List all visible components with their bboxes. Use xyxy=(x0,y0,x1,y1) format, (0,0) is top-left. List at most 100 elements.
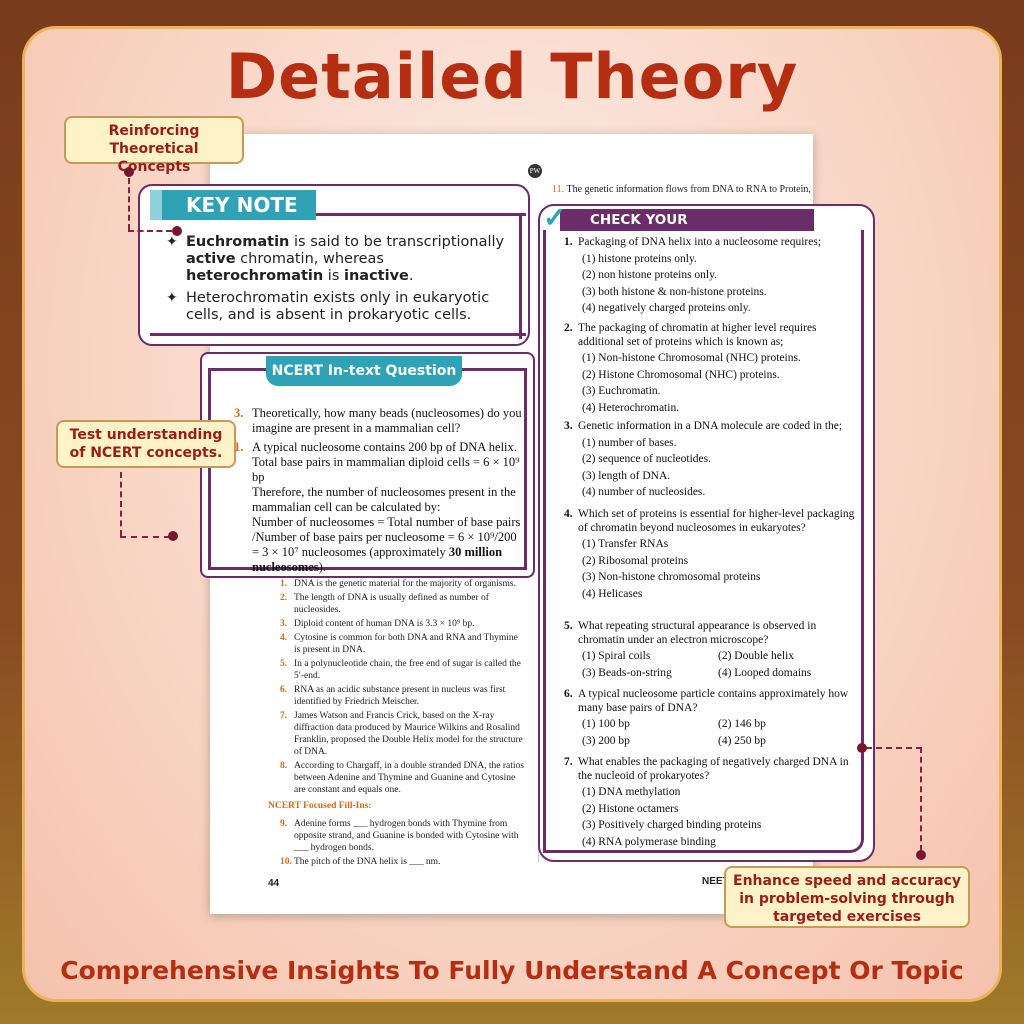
answer-option[interactable]: (1) Spiral coils xyxy=(582,650,651,662)
answer-line: Therefore, the number of nucleosomes pre… xyxy=(252,485,516,514)
key-note-right-rule xyxy=(519,213,522,339)
fact-item: 8.According to Chargaff, in a double str… xyxy=(280,760,526,796)
answer-option[interactable]: (3) Beads-on-string xyxy=(582,666,672,679)
connector-line xyxy=(866,747,922,749)
connector-dot xyxy=(857,743,867,753)
answer-option[interactable]: (2) sequence of nucleotides. xyxy=(582,453,712,465)
answer-option[interactable]: (4) Heterochromatin. xyxy=(582,401,680,414)
question-number: 4. xyxy=(564,508,573,520)
connector-line xyxy=(120,536,170,538)
answer-option[interactable]: (1) Transfer RNAs xyxy=(582,538,669,550)
fill-ins-heading: NCERT Focused Fill-Ins: xyxy=(268,801,372,811)
question-stem: 7.What enables the packaging of negative… xyxy=(564,756,856,783)
question-11: 11. The genetic information flows from D… xyxy=(552,184,811,195)
answer-option[interactable]: (4) negatively charged proteins only. xyxy=(582,302,751,314)
connector-dot xyxy=(172,226,182,236)
answer-option[interactable]: (1) DNA methylation xyxy=(582,786,681,798)
key-note-header-accent xyxy=(150,190,162,220)
fact-number: 7. xyxy=(280,711,288,721)
answer-option[interactable]: (4) RNA polymerase binding xyxy=(582,835,716,848)
question-stem: 5.What repeating structural appearance i… xyxy=(564,620,856,647)
fact-number: 3. xyxy=(280,619,288,629)
answer-option[interactable]: (3) length of DNA. xyxy=(582,469,671,482)
question-number: 7. xyxy=(564,756,573,768)
fact-item: 9. Adenine forms ___ hydrogen bonds with … xyxy=(280,818,526,854)
fact-number: 1. xyxy=(280,579,288,589)
fact-number: 6. xyxy=(280,685,288,695)
connector-dot xyxy=(168,531,178,541)
text-part: . xyxy=(408,268,414,284)
answer-option[interactable]: (2) Double helix xyxy=(718,650,795,662)
answer-option[interactable]: (4) 250 bp xyxy=(718,734,766,747)
question-stem: 3.Genetic information in a DNA molecule … xyxy=(564,420,856,434)
key-note-rule xyxy=(316,213,526,216)
fact-text: RNA as an acidic substance present in nu… xyxy=(294,685,506,707)
question-11-number: 11. xyxy=(552,184,565,195)
key-note-bottom-rule xyxy=(150,333,526,336)
text-part: is xyxy=(323,268,344,284)
answer-option[interactable]: (4) number of nucleosides. xyxy=(582,486,706,498)
fact-text: According to Chargaff, in a double stran… xyxy=(294,761,524,795)
term-inactive: inactive xyxy=(344,268,409,284)
key-note-item: ✦ Euchromatin is said to be transcriptio… xyxy=(166,234,506,285)
ncert-answer: 1. A typical nucleosome contains 200 bp … xyxy=(234,440,524,575)
answer-text: A typical nucleosome contains 200 bp of … xyxy=(252,440,524,575)
fact-item: 1.DNA is the genetic material for the ma… xyxy=(280,578,526,590)
answer-option[interactable]: (2) Histone octamers xyxy=(582,802,679,815)
fact-item: 3. Diploid content of human DNA is 3.3 × … xyxy=(280,618,526,630)
fact-text: The length of DNA is usually defined as … xyxy=(294,593,489,615)
question-text: Theoretically, how many beads (nucleosom… xyxy=(252,406,522,435)
answer-option[interactable]: (4) Looped domains xyxy=(718,666,812,679)
question-number: 6. xyxy=(564,688,573,700)
cyu-question: 1. Packaging of DNA helix into a nucleoso… xyxy=(564,236,856,316)
key-note-item: ✦ Heterochromatin exists only in eukaryo… xyxy=(166,290,506,324)
cyu-inner-border xyxy=(543,230,864,853)
fact-text: Diploid content of human DNA is 3.3 × 10… xyxy=(294,619,475,629)
key-note-header: KEY NOTE xyxy=(150,190,316,220)
answer-line: A typical nucleosome contains 200 bp of … xyxy=(252,440,517,454)
cyu-question: 6.A typical nucleosome particle contains… xyxy=(564,688,856,748)
answer-option-grid: (1) 100 bp (2) 146 bp (3) 200 bp (4) 250 bp xyxy=(582,718,856,748)
fact-number: 9. xyxy=(280,819,288,829)
ncert-question: 3. Theoretically, how many beads (nucleo… xyxy=(234,406,524,436)
key-note-item-text: Heterochromatin exists only in eukaryoti… xyxy=(186,290,490,323)
question-number: 3. xyxy=(564,420,573,432)
question-text: What repeating structural appearance is … xyxy=(578,620,817,646)
answer-option[interactable]: (3) Euchromatin. xyxy=(582,385,661,397)
fact-item: 6. RNA as an acidic substance present in … xyxy=(280,684,526,708)
answer-option[interactable]: (3) Non-histone chromosomal proteins xyxy=(582,571,761,583)
text-part: is said to be transcriptionally xyxy=(289,234,505,250)
fact-list: 1.DNA is the genetic material for the ma… xyxy=(268,578,526,870)
question-number: 1. xyxy=(564,236,573,248)
question-text: Packaging of DNA helix into a nucleosome… xyxy=(578,236,822,248)
fact-item: 10.The pitch of the DNA helix is ___ nm. xyxy=(280,856,526,868)
fact-text: In a polynucleotide chain, the free end … xyxy=(294,659,521,681)
term-heterochromatin: heterochromatin xyxy=(186,268,324,284)
question-number: 2. xyxy=(564,322,573,334)
term-active: active xyxy=(186,251,236,267)
answer-option[interactable]: (2) Ribosomal proteins xyxy=(582,554,689,567)
question-stem: 2. The packaging of chromatin at higher l… xyxy=(564,322,856,349)
fact-number: 5. xyxy=(280,659,288,669)
answer-option[interactable]: (2) non histone proteins only. xyxy=(582,269,718,281)
connector-line xyxy=(128,178,130,230)
answer-option[interactable]: (1) histone proteins only. xyxy=(582,252,697,265)
answer-option[interactable]: (3) both histone & non-histone proteins. xyxy=(582,285,767,298)
answer-option[interactable]: (3) 200 bp xyxy=(582,734,630,747)
fact-text: Adenine forms ___ hydrogen bonds with Th… xyxy=(294,819,519,853)
answer-option[interactable]: (3) Positively charged binding proteins xyxy=(582,819,762,831)
check-your-understanding-box: CHECK YOUR UNDERSTANDING-2 ✓ 1.Packaging… xyxy=(538,204,875,862)
question-number: 3. xyxy=(234,406,244,420)
answer-option[interactable]: (1) Non-histone Chromosomal (NHC) protei… xyxy=(582,352,801,364)
answer-option[interactable]: (2) 146 bp xyxy=(718,718,766,730)
answer-option[interactable]: (4) Helicases xyxy=(582,587,643,600)
cyu-question: 3.Genetic information in a DNA molecule … xyxy=(564,420,856,500)
answer-option[interactable]: (2) Histone Chromosomal (NHC) proteins. xyxy=(582,368,780,381)
connector-line xyxy=(120,472,122,536)
answer-option[interactable]: (1) 100 bp xyxy=(582,718,630,730)
fact-item: 2.The length of DNA is usually defined a… xyxy=(280,592,526,616)
answer-option[interactable]: (1) number of bases. xyxy=(582,436,677,449)
question-text: The packaging of chromatin at higher lev… xyxy=(578,322,817,348)
callout-enhance-speed: Enhance speed and accuracy in problem-so… xyxy=(724,866,970,928)
fact-item: 5. In a polynucleotide chain, the free en… xyxy=(280,658,526,682)
